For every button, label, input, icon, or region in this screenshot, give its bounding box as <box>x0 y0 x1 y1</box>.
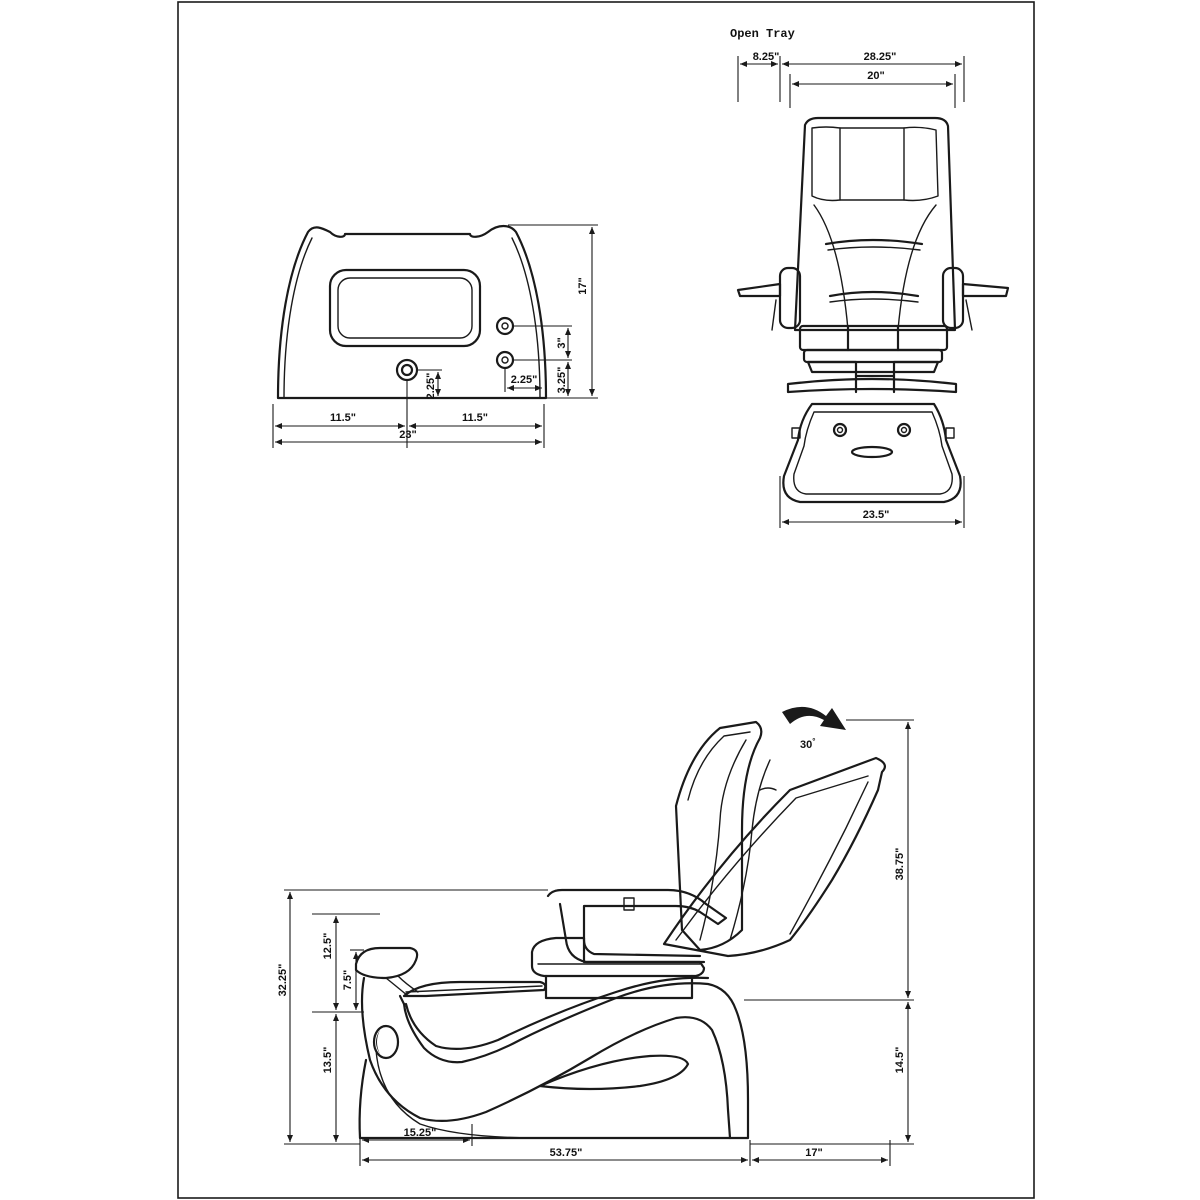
back-height-label: 38.75" <box>894 848 906 881</box>
front-base-width-label: 23.5" <box>863 509 890 521</box>
drain-icon <box>395 358 419 382</box>
jet-offset-label: 2.25" <box>511 374 538 386</box>
front-left-width-label: 8.25" <box>753 51 780 63</box>
total-height-label: 32.25" <box>277 964 289 997</box>
basin-half-left-label: 11.5" <box>330 412 356 424</box>
chair-front-dimensions: 8.25" 28.25" 20" 23.5" <box>737 51 965 528</box>
drain-height-label: 2.25" <box>425 373 437 400</box>
recline-extra-label: 17" <box>805 1147 822 1159</box>
page-border <box>177 1 1035 1199</box>
total-length-label: 53.75" <box>550 1147 583 1159</box>
jet-upper-icon <box>495 316 515 336</box>
footrest-rest-label: 7.5" <box>342 970 354 991</box>
chair-side-view <box>354 706 886 1140</box>
front-seat-width-label: 20" <box>867 70 884 82</box>
side-dimensions: 30° 38.75" 14.5" 32.25" 12.5" 7.5" 13.5"… <box>277 719 914 1166</box>
jet-bottom-label: 3.25" <box>556 367 568 394</box>
open-tray-title: Open Tray <box>730 27 795 41</box>
basin-front-view <box>276 224 548 400</box>
recline-angle-label: 30° <box>800 737 815 751</box>
basin-side-height-label: 13.5" <box>322 1047 334 1074</box>
side-drain-icon <box>372 1024 400 1060</box>
front-total-width-label: 28.25" <box>864 51 897 63</box>
seat-height-label: 14.5" <box>894 1047 906 1074</box>
basin-height-label: 17" <box>577 277 589 294</box>
jet-lower-icon <box>495 350 515 370</box>
recline-arrow-icon <box>782 706 846 730</box>
basin-width-label: 23" <box>399 429 416 441</box>
basin-window <box>328 268 482 348</box>
chair-front-view <box>736 116 1010 504</box>
foot-length-label: 15.25" <box>404 1127 437 1139</box>
basin-half-right-label: 11.5" <box>462 412 488 424</box>
basin-dimensions: 17" 3" 3.25" 2.25" 2.25" 11.5" 11.5" 23" <box>272 224 598 448</box>
jet-spacing-label: 3" <box>556 337 568 348</box>
footrest-upper-label: 12.5" <box>322 933 334 960</box>
